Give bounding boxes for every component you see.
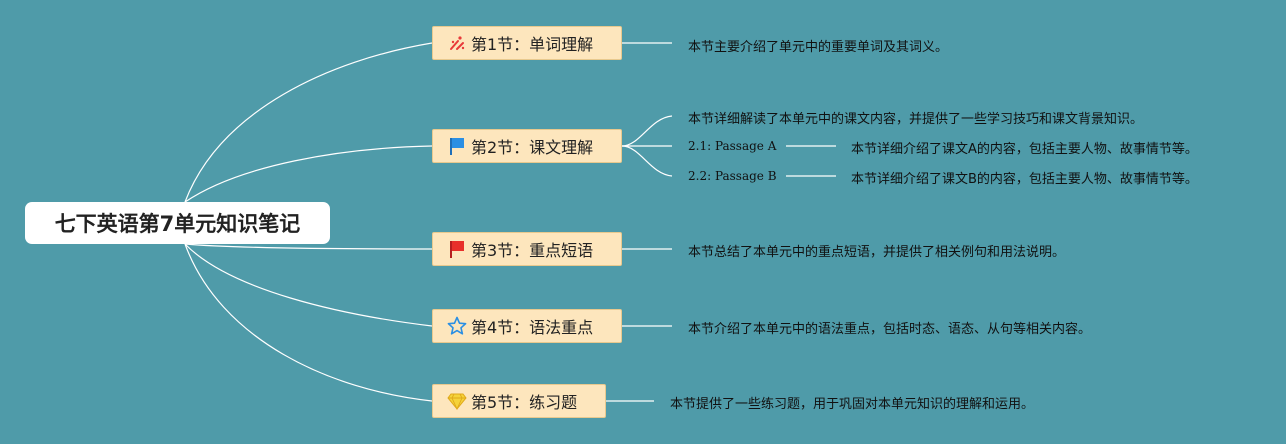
section-label: 第5节：练习题	[471, 393, 578, 412]
section-desc: 本节介绍了本单元中的语法重点，包括时态、语态、从句等相关内容。	[688, 322, 1092, 337]
section-node-2[interactable]: 第2节：课文理解	[432, 129, 622, 163]
subsection-desc: 本节详细介绍了课文A的内容，包括主要人物、故事情节等。	[851, 142, 1198, 157]
link-root-s1	[184, 42, 433, 203]
section-desc: 本节总结了本单元中的重点短语，并提供了相关例句和用法说明。	[688, 245, 1066, 260]
star-icon	[447, 316, 467, 336]
link-s2-sub2	[621, 145, 673, 177]
link-root-s2	[184, 145, 433, 203]
root-node-title[interactable]: 七下英语第7单元知识笔记	[25, 202, 330, 244]
blue-flag-icon	[447, 136, 467, 156]
subsection-label[interactable]: 2.2: Passage B	[688, 169, 777, 183]
section-label: 第4节：语法重点	[471, 318, 594, 337]
section-desc: 本节主要介绍了单元中的重要单词及其词义。	[688, 40, 949, 55]
section-node-1[interactable]: 第1节：单词理解	[432, 26, 622, 60]
section-node-3[interactable]: 第3节：重点短语	[432, 232, 622, 266]
link-root-s5	[184, 243, 433, 402]
section-node-5[interactable]: 第5节：练习题	[432, 384, 606, 418]
section-desc: 本节提供了一些练习题，用于巩固对本单元知识的理解和运用。	[670, 397, 1035, 412]
link-s2-desc	[621, 115, 673, 147]
section-label: 第1节：单词理解	[471, 35, 594, 54]
link-root-s3	[184, 243, 433, 250]
section-label: 第2节：课文理解	[471, 138, 594, 157]
section-label: 第3节：重点短语	[471, 241, 594, 260]
subsection-label[interactable]: 2.1: Passage A	[688, 139, 777, 153]
red-flag-icon	[447, 239, 467, 259]
section-node-4[interactable]: 第4节：语法重点	[432, 309, 622, 343]
gem-icon	[447, 391, 467, 411]
link-root-s4	[184, 243, 433, 327]
sparkle-icon	[447, 33, 467, 53]
section-desc: 本节详细解读了本单元中的课文内容，并提供了一些学习技巧和课文背景知识。	[688, 112, 1144, 127]
subsection-desc: 本节详细介绍了课文B的内容，包括主要人物、故事情节等。	[851, 172, 1198, 187]
